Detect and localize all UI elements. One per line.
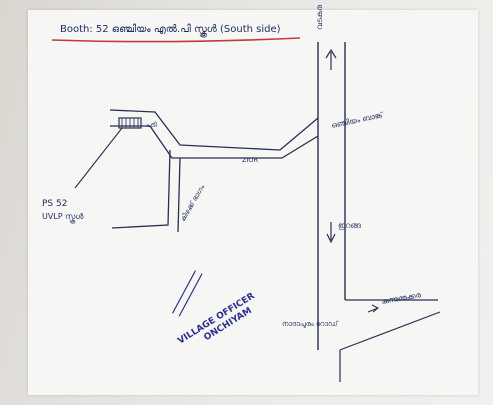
label-ps-line1: PS 52	[42, 199, 67, 209]
title-underline	[51, 37, 301, 43]
connector-road-lower-edge	[110, 125, 319, 159]
paper-sheet	[28, 10, 478, 395]
ps-pointer-line	[74, 127, 123, 189]
down-arrow-icon	[326, 222, 336, 244]
label-road-bottom-right: കുന്നുമ്മക്കര	[381, 290, 422, 306]
lane-right-edge	[177, 157, 181, 233]
label-road-small-mid: ZIOR	[242, 156, 258, 164]
label-building-tag: പടി	[146, 121, 157, 129]
label-road-right-mid: ഒഞ്ചിയം ബാങ്ക്	[331, 110, 385, 130]
label-road-top: വടകര	[315, 5, 324, 30]
side-road-lower-edge	[339, 311, 441, 351]
village-officer-stamp: VILLAGE OFFICER ONCHIYAM	[172, 270, 257, 347]
north-arrow-icon	[325, 48, 337, 70]
label-road-bottom-left: നാദാപുരം റോഡ്	[282, 320, 339, 329]
label-road-center: ഇറങ്ങ	[338, 221, 362, 230]
right-arrow-icon	[367, 304, 380, 313]
label-lane: കിഴക്ക് ഭാഗം	[179, 183, 206, 223]
connector-road-upper-edge	[109, 109, 319, 151]
label-ps-line2: UVLP സ്കൂൾ	[42, 212, 84, 223]
school-building-hatching	[121, 118, 139, 128]
lane-left-edge	[111, 149, 171, 229]
map-title: Booth: 52 ഒഞ്ചിയം എൽ.പി സ്കൂൾ (South sid…	[60, 23, 281, 38]
stamp-signature-strokes	[172, 270, 203, 317]
